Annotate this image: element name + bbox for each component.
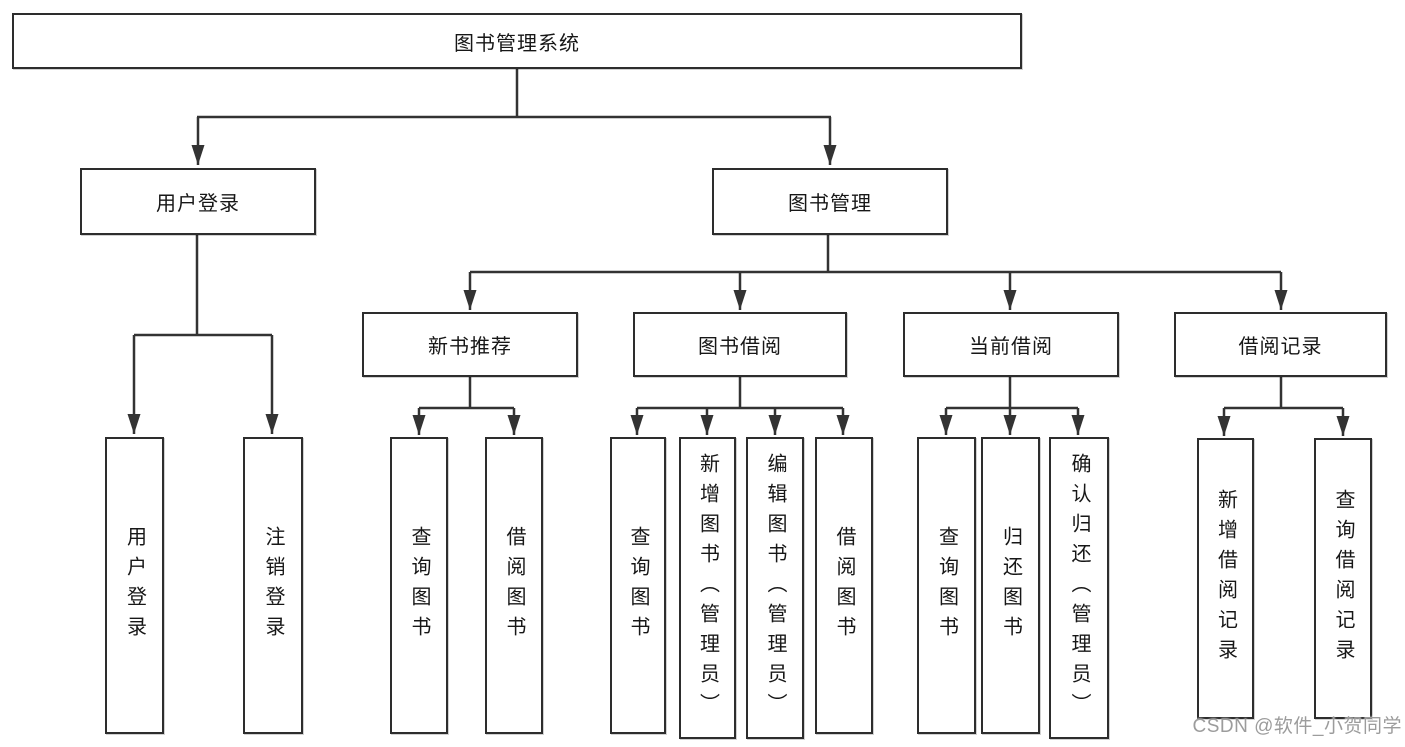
node-label: 新增图书（管理员）	[696, 453, 719, 723]
node-label: 新增借阅记录	[1214, 488, 1237, 669]
node-label: 当前借阅	[969, 336, 1053, 358]
node-borrowing-records: 借阅记录	[1174, 312, 1387, 377]
leaf-edit-books-admin: 编辑图书（管理员）	[746, 437, 804, 739]
node-label: 注销登录	[262, 525, 284, 646]
leaf-query-borrowing-record: 查询借阅记录	[1314, 438, 1372, 719]
node-label: 确认归还（管理员）	[1068, 453, 1090, 723]
node-label: 归还图书	[999, 525, 1022, 646]
csdn-watermark: CSDN @软件_小贺同学	[1192, 716, 1402, 737]
node-current-borrowing: 当前借阅	[903, 312, 1119, 377]
leaf-add-books-admin: 新增图书（管理员）	[679, 437, 736, 739]
leaf-borrow-books-borrowing: 借阅图书	[815, 437, 873, 734]
connector-user-login-children	[127, 235, 279, 434]
node-label: 查询图书	[935, 525, 958, 646]
node-label: 查询图书	[408, 525, 430, 646]
node-label: 借阅图书	[503, 525, 525, 646]
leaf-query-books-borrowing: 查询图书	[610, 437, 666, 734]
node-new-book-recommendation: 新书推荐	[362, 312, 578, 377]
node-label: 图书借阅	[698, 336, 782, 358]
node-label: 查询借阅记录	[1332, 488, 1354, 669]
node-label: 编辑图书（管理员）	[764, 453, 786, 723]
node-label: 新书推荐	[428, 336, 512, 358]
leaf-query-books-current: 查询图书	[917, 437, 976, 734]
node-label: 用户登录	[123, 525, 146, 646]
connector-book-mgmt-children	[463, 235, 1288, 310]
leaf-borrow-books-recommendation: 借阅图书	[485, 437, 543, 734]
node-library-management-system: 图书管理系统	[12, 13, 1022, 69]
node-label: 查询图书	[627, 525, 649, 646]
node-label: 借阅记录	[1238, 336, 1323, 358]
node-label: 图书管理	[788, 193, 872, 215]
node-book-borrowing: 图书借阅	[633, 312, 847, 377]
node-label: 借阅图书	[833, 525, 855, 646]
connector-new-book-rec-children	[412, 377, 521, 435]
connector-root-to-level2	[191, 68, 837, 165]
node-book-management: 图书管理	[712, 168, 948, 235]
leaf-add-borrowing-record: 新增借阅记录	[1197, 438, 1254, 719]
connector-book-borrow-children	[630, 377, 850, 435]
node-user-login: 用户登录	[80, 168, 316, 235]
connector-borrow-records-children	[1217, 377, 1350, 436]
leaf-query-books-recommendation: 查询图书	[390, 437, 448, 734]
node-label: 图书管理系统	[454, 32, 580, 55]
leaf-return-books: 归还图书	[981, 437, 1040, 734]
node-label: 用户登录	[156, 193, 240, 215]
leaf-confirm-return-admin: 确认归还（管理员）	[1049, 437, 1109, 739]
leaf-logout: 注销登录	[243, 437, 303, 734]
connector-current-borrow-children	[939, 377, 1085, 435]
leaf-user-login: 用户登录	[105, 437, 164, 734]
